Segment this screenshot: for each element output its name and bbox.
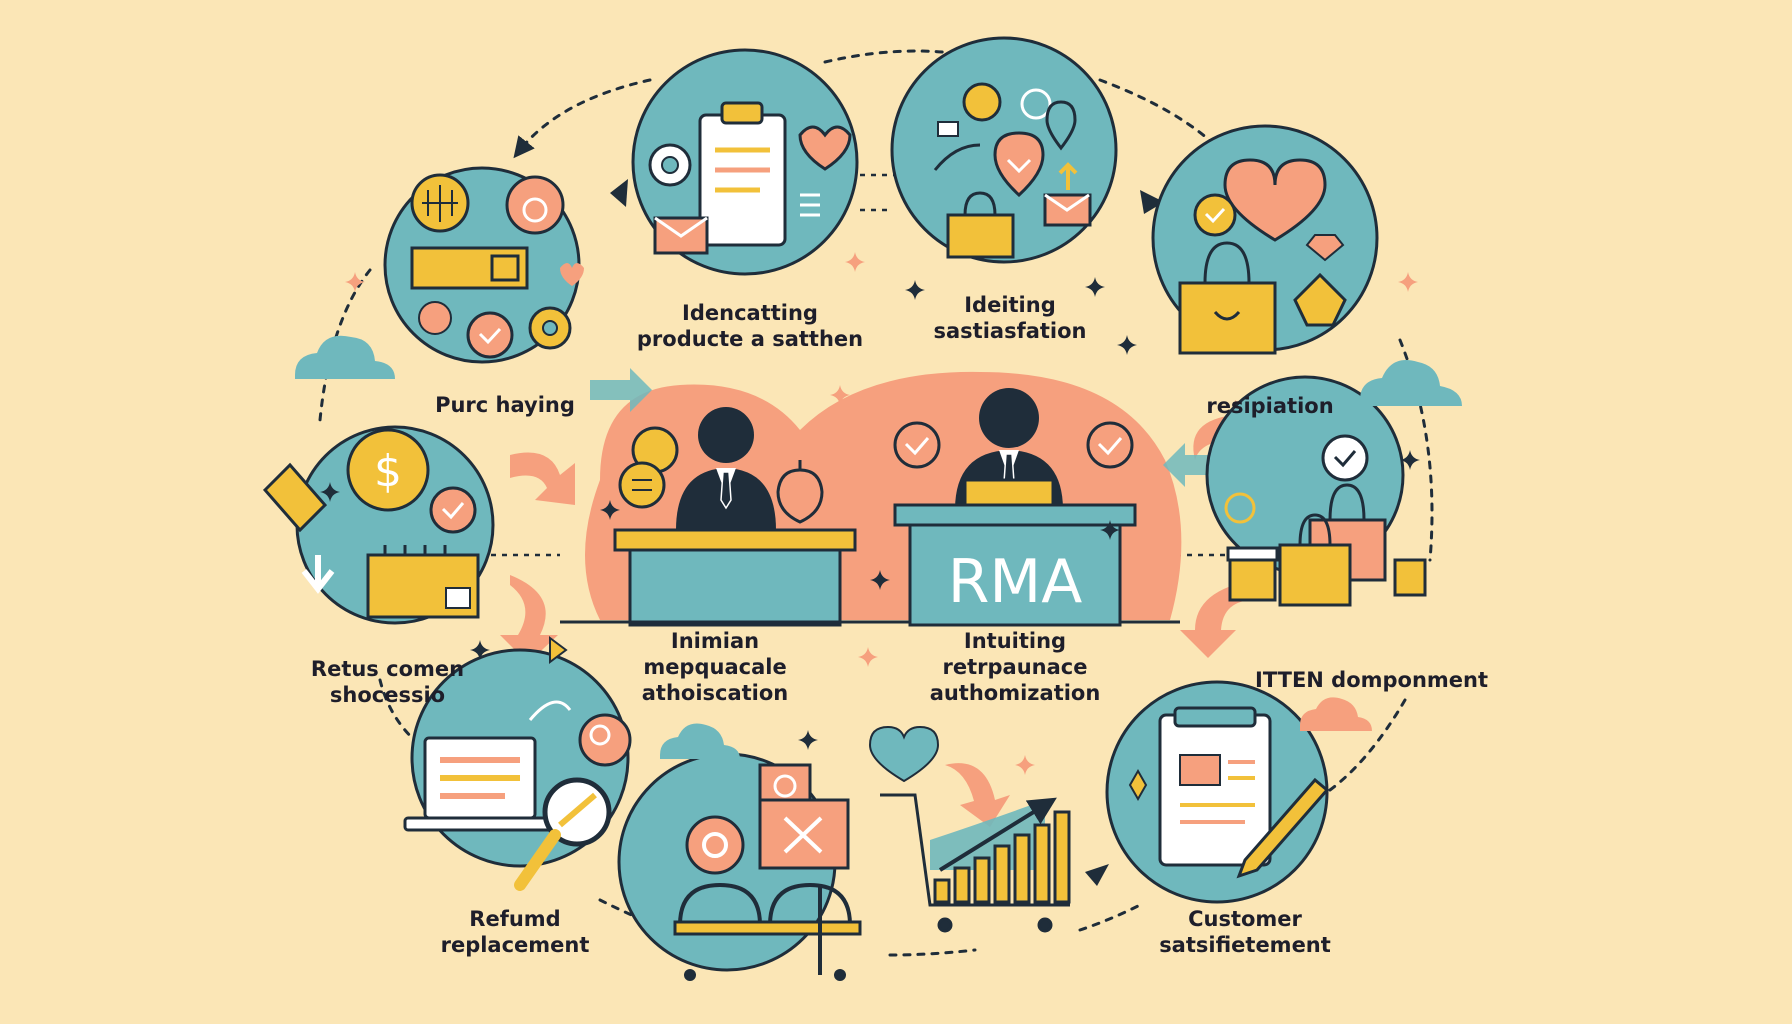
label-identifying-satisfaction: Ideiting sastiasfation <box>933 293 1087 343</box>
coral-cloud-icon <box>1300 697 1372 731</box>
cloud-icons <box>295 335 1462 759</box>
dollar-glyph: $ <box>374 446 402 497</box>
label-item-component: ITTEN domponment <box>1255 668 1489 692</box>
cloud-icon-bottom <box>660 723 740 759</box>
label-return-shipping: Retus comen shocessio <box>310 657 465 707</box>
connector-bottom <box>888 948 977 957</box>
growth-chart-icon <box>880 793 1071 933</box>
step-circle-item-component <box>1205 375 1427 607</box>
rma-desk <box>893 503 1137 627</box>
cloud-icon-left <box>295 335 395 379</box>
agent-right <box>955 388 1063 510</box>
label-resipiation: resipiation <box>1206 394 1334 418</box>
label-purchasing: Purc haying <box>435 393 575 417</box>
rma-sign: RMA <box>948 547 1083 617</box>
step-circle-return-shipping: $ <box>262 425 495 625</box>
cloud-icon-right <box>1360 360 1462 406</box>
label-center-left: Inimian mepquacale athoiscation <box>641 629 789 705</box>
shield-check-icon-left <box>776 460 824 524</box>
coin-lamp-icon <box>618 426 679 509</box>
connector-top-left <box>513 78 652 159</box>
connector-top-right <box>1098 78 1222 152</box>
heart-icon-bottom <box>868 725 940 783</box>
label-identifying-product: Idencatting producte a satthen <box>636 301 864 351</box>
check-badge-icon-1 <box>893 421 941 469</box>
teal-arrows <box>590 368 1220 487</box>
step-circle-bottom-center <box>617 752 862 981</box>
agent-left <box>676 407 776 530</box>
step-circle-customer-satisfaction <box>1105 680 1330 904</box>
play-triangle-icons <box>549 636 568 664</box>
step-circle-identifying-satisfaction <box>890 36 1118 264</box>
step-circle-resipiation <box>1151 124 1379 355</box>
label-refund-replacement: Refumd replacement <box>440 907 590 957</box>
connector-bottom-right <box>1078 903 1142 932</box>
step-circle-identifying-product <box>631 48 859 276</box>
step-circle-purchasing <box>383 166 584 364</box>
connector-right-lower <box>1328 698 1407 792</box>
label-customer-satisfaction: Customer satsifietement <box>1159 907 1331 957</box>
check-badge-icon-2 <box>1086 421 1134 469</box>
label-center-right: Intuiting retrpaunace authomization <box>929 629 1101 705</box>
step-circle-refund-replacement <box>403 648 632 891</box>
